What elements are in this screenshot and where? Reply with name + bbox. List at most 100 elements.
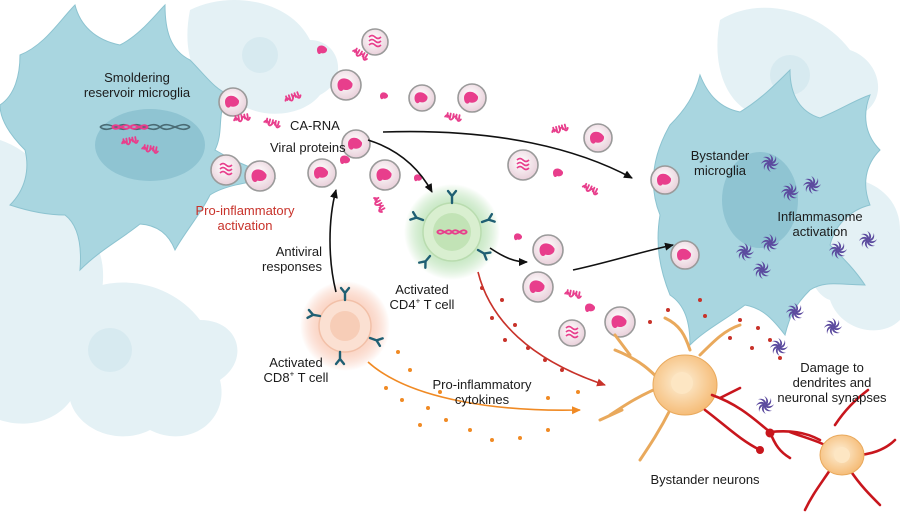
rna-tick — [268, 118, 272, 125]
rna-tick — [234, 115, 237, 121]
inflammasome-blade — [811, 176, 816, 185]
ca-rna-fragment-group — [121, 47, 599, 299]
vesicle — [330, 69, 362, 101]
label-cd4-t-cell: Activated CD4+ T cell — [389, 282, 455, 312]
inflammasome-blade — [791, 312, 796, 321]
cd8-t-cell — [300, 281, 390, 371]
ca-rna-icon — [564, 289, 582, 299]
inflammasome-blade — [764, 396, 769, 405]
inflammasome-blade — [766, 243, 771, 252]
label-antiviral-responses: Antiviral responses — [262, 244, 322, 274]
ca-rna-icon — [368, 34, 382, 48]
cytokine-dot — [768, 338, 772, 342]
inflammasome-icon — [858, 231, 878, 249]
t-cell-receptor-group — [306, 189, 496, 366]
inflammasome-blade — [868, 232, 875, 242]
vesicle — [583, 123, 613, 153]
rna-tick — [149, 145, 152, 151]
viral-particle — [340, 155, 351, 165]
inflammasome-blade — [770, 242, 780, 247]
inflammasome-blade — [826, 325, 833, 335]
inflammasome-blade — [782, 185, 792, 192]
viral-particle — [514, 233, 523, 241]
rna-tick — [361, 52, 366, 58]
inflammasome-blade — [761, 405, 766, 414]
rna-tick — [128, 137, 131, 143]
rna-tick — [586, 184, 590, 190]
rna-tick — [243, 113, 246, 120]
arrow-cd4-to-vesicles — [489, 247, 528, 266]
rna-tick — [134, 136, 137, 142]
rna-tick — [555, 126, 559, 132]
rna-strand — [516, 165, 530, 171]
receptor-icon — [339, 286, 351, 302]
rna-strand — [368, 42, 382, 48]
inflammasome-blade — [828, 246, 838, 251]
inflammasome-blade — [812, 177, 819, 187]
rna-tick — [375, 199, 381, 204]
rna-tick — [356, 49, 361, 55]
inflammasome-blade — [768, 163, 778, 170]
inflammasome-blade — [858, 236, 868, 241]
vesicle-group — [210, 28, 700, 347]
rna-tick — [449, 112, 452, 119]
viral-particle — [553, 168, 564, 178]
rna-tick — [146, 144, 149, 151]
viral-particle — [314, 166, 329, 179]
rna-strand — [219, 162, 233, 168]
inflammasome-blade — [867, 231, 872, 240]
vesicle — [341, 129, 371, 159]
inflammasome-icon — [760, 234, 780, 252]
inflammasome-blade — [805, 183, 812, 193]
arrow-to-cd4 — [367, 139, 433, 193]
inflammasome-blade — [763, 405, 773, 412]
viral-particle — [251, 169, 267, 183]
ca-rna-icon — [263, 117, 281, 129]
label-bystander-microglia: Bystander microglia — [690, 148, 750, 178]
viral-particle — [539, 243, 555, 257]
inflammasome-blade — [765, 397, 772, 407]
receptor-shape — [334, 350, 346, 366]
receptor-shape — [480, 212, 496, 224]
cytokine-dot — [418, 423, 422, 427]
inflammasome-blade — [762, 156, 772, 163]
inflammasome-blade — [757, 398, 767, 405]
inflammasome-blade — [752, 266, 762, 271]
inflammasome-blade — [866, 240, 876, 247]
inflammasome-blade — [758, 270, 763, 279]
inflammasome-blade — [802, 181, 812, 186]
ca-rna-icon — [352, 47, 369, 61]
inflammasome-blade — [738, 250, 745, 260]
cytokine-dot — [490, 316, 494, 320]
ca-rna-icon — [565, 325, 579, 339]
rna-tick — [378, 204, 384, 209]
label-damage: Damage to dendrites and neuronal synapse… — [777, 360, 887, 405]
rna-tick — [364, 53, 369, 59]
rna-tick — [143, 144, 146, 150]
cytokine-dot — [666, 308, 670, 312]
receptor-icon — [476, 248, 492, 261]
rna-tick — [377, 202, 383, 206]
inflammasome-blade — [780, 188, 790, 193]
ca-rna-icon — [141, 144, 159, 154]
inflammasome-icon — [828, 241, 848, 259]
inflammasome-blade — [755, 268, 762, 278]
vesicle — [507, 149, 539, 181]
inflammasome-blade — [762, 269, 772, 274]
inflammasome-group — [735, 154, 878, 414]
vesicle — [650, 165, 680, 195]
inflammasome-blade — [786, 192, 791, 201]
vesicle — [670, 240, 700, 270]
inflammasome-blade — [868, 239, 878, 244]
background-cell-bottom-left — [49, 282, 238, 437]
rna-tick — [572, 290, 575, 296]
inflammasome-icon — [780, 183, 800, 201]
rna-tick — [359, 50, 363, 56]
viral-particle — [376, 168, 392, 182]
inflammasome-blade — [808, 185, 813, 194]
rna-tick — [271, 119, 274, 125]
inflammasome-blade — [785, 308, 795, 313]
receptor-icon — [446, 189, 458, 205]
cytokine-dot — [778, 356, 782, 360]
inflammasome-blade — [836, 250, 846, 257]
